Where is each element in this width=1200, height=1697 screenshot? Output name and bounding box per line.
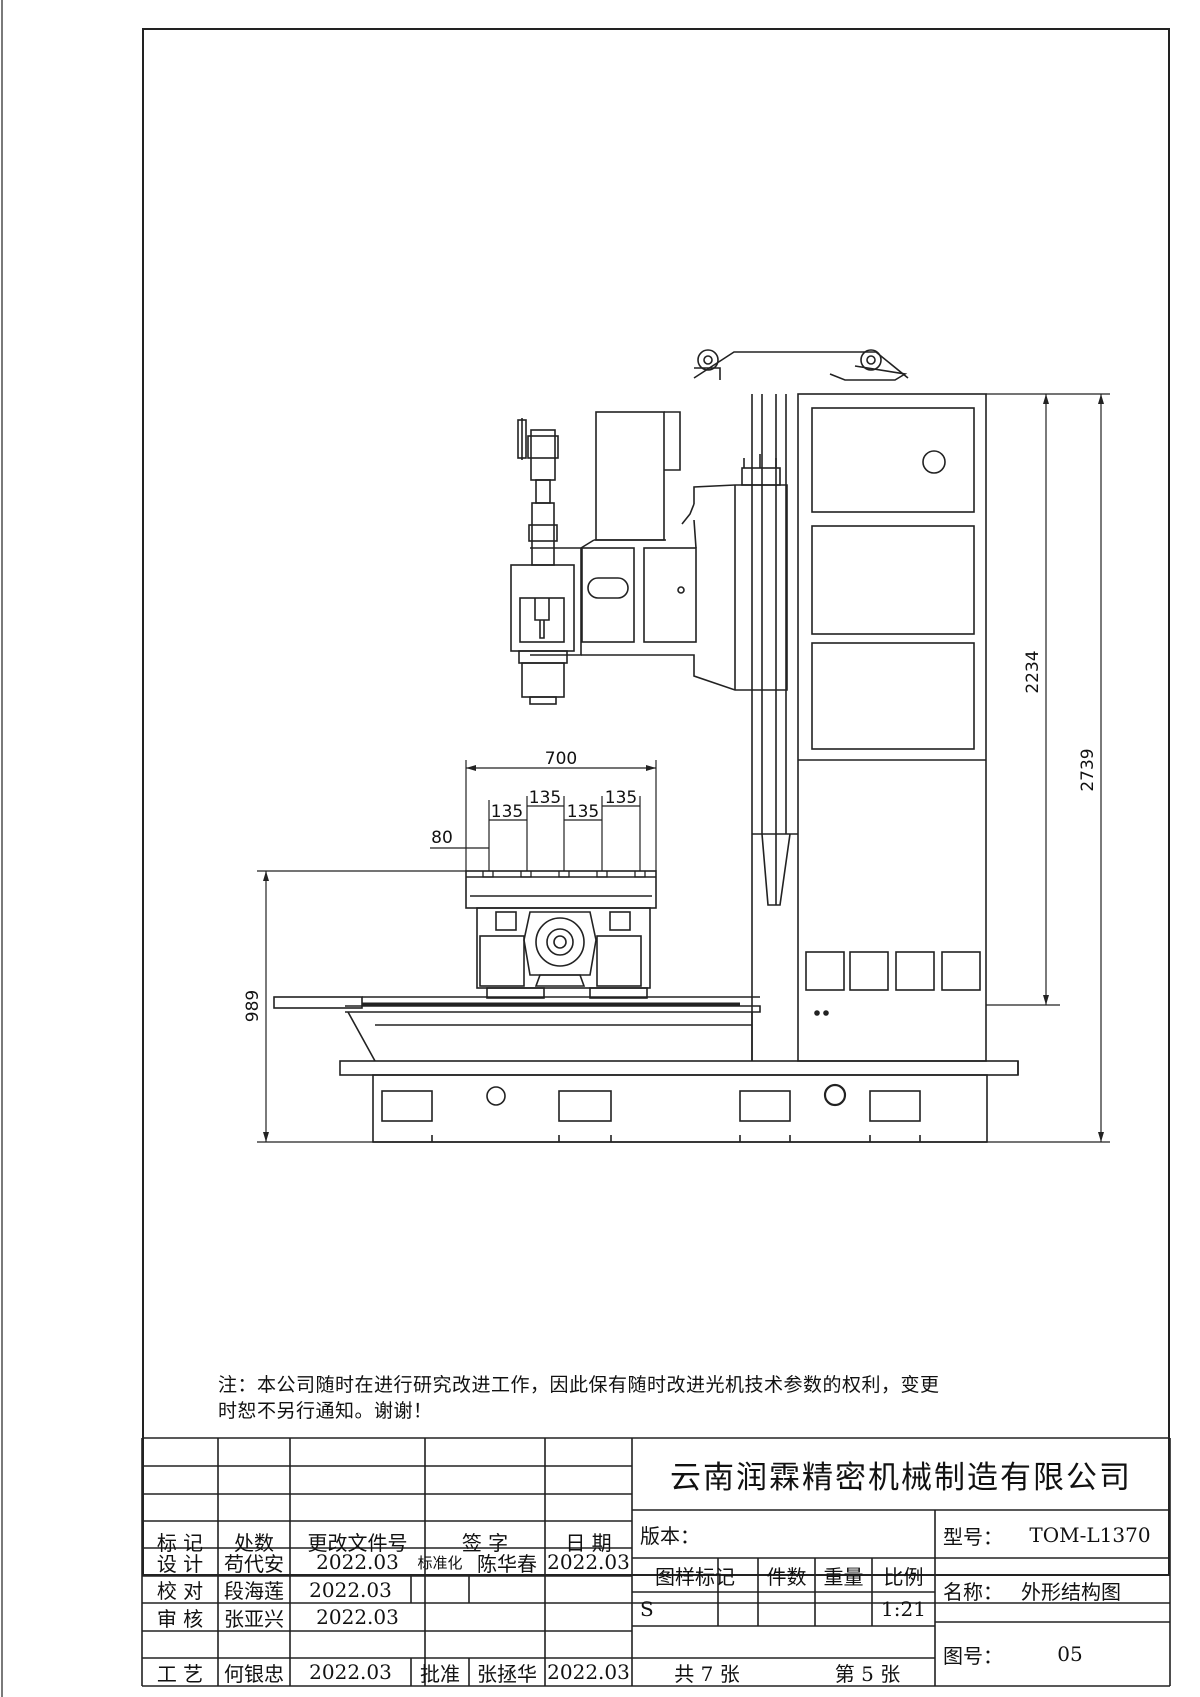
company-name: 云南润霖精密机械制造有限公司	[670, 1459, 1132, 1496]
weight-label: 重量	[823, 1564, 864, 1589]
scale-value: 1:21	[881, 1597, 926, 1621]
header-signature: 签 字	[461, 1530, 509, 1555]
dim-2234: 2234	[1023, 650, 1043, 693]
date-review: 2022.03	[316, 1605, 399, 1629]
date-check: 2022.03	[309, 1577, 392, 1602]
dim-135-d: 135	[605, 788, 637, 808]
name-review: 张亚兴	[224, 1606, 284, 1631]
date-process: 2022.03	[309, 1660, 392, 1684]
dim-135-b: 135	[529, 788, 561, 808]
header-count: 处数	[234, 1530, 274, 1555]
dim-135-a: 135	[491, 802, 523, 822]
total-sheets: 共 7 张	[674, 1661, 740, 1686]
dim-2739: 2739	[1078, 748, 1098, 791]
drawing-mark-value: S	[640, 1597, 654, 1621]
machine-base	[339, 1060, 1019, 1143]
name-label: 名称：	[943, 1579, 1003, 1604]
machine-column	[693, 349, 987, 1062]
title-block-grid	[141, 1437, 1171, 1687]
scale-label: 比例	[883, 1564, 924, 1589]
header-change-doc: 更改文件号	[307, 1530, 408, 1555]
date-standardization: 2022.03	[547, 1550, 630, 1574]
bed-saddle	[273, 996, 761, 1062]
work-table	[465, 870, 657, 999]
dim-135-c: 135	[567, 802, 599, 822]
spindle-headstock	[510, 411, 788, 705]
note-line-2: 时恕不另行通知。谢谢！	[218, 1400, 433, 1422]
qty-label: 件数	[766, 1564, 807, 1589]
name-approve: 张拯华	[477, 1661, 537, 1686]
date-approve: 2022.03	[547, 1660, 630, 1684]
name-design: 苟代安	[224, 1551, 284, 1576]
model-label: 型号：	[943, 1524, 1003, 1549]
sheet-number: 第 5 张	[834, 1661, 901, 1686]
role-review: 审 核	[156, 1606, 204, 1631]
role-process: 工 艺	[156, 1661, 204, 1686]
header-mark: 标 记	[156, 1530, 204, 1555]
dim-80: 80	[431, 828, 453, 848]
date-design: 2022.03	[316, 1550, 399, 1574]
role-check: 校 对	[156, 1579, 204, 1603]
name-check: 段海莲	[224, 1579, 284, 1603]
version-label: 版本：	[640, 1523, 700, 1548]
dim-700: 700	[545, 749, 577, 769]
note-line-1: 注：本公司随时在进行研究改进工作，因此保有随时改进光机技术参数的权利，变更	[218, 1374, 940, 1396]
role-standardization-label: 标准化	[417, 1553, 463, 1572]
base-hole-icon	[823, 1083, 847, 1107]
drawing-mark-label: 图样标记	[655, 1564, 735, 1589]
model-value: TOM-L1370	[1029, 1523, 1151, 1547]
role-design: 设 计	[156, 1551, 204, 1576]
header-date: 日 期	[565, 1530, 612, 1555]
dimension-lines	[257, 393, 1110, 1143]
dwg-no-value: 05	[1057, 1642, 1083, 1666]
role-approve: 批准	[420, 1661, 460, 1686]
dwg-no-label: 图号：	[943, 1643, 1003, 1668]
name-value: 外形结构图	[1021, 1579, 1121, 1604]
disclaimer-note: 注：本公司随时在进行研究改进工作，因此保有随时改进光机技术参数的权利，变更 时恕…	[218, 1372, 1098, 1424]
name-process: 何银忠	[224, 1661, 284, 1686]
dim-989: 989	[243, 990, 263, 1022]
sheet-border	[142, 28, 1170, 1576]
base-hole-icon	[486, 1086, 506, 1106]
name-standardization: 陈华春	[477, 1551, 537, 1576]
